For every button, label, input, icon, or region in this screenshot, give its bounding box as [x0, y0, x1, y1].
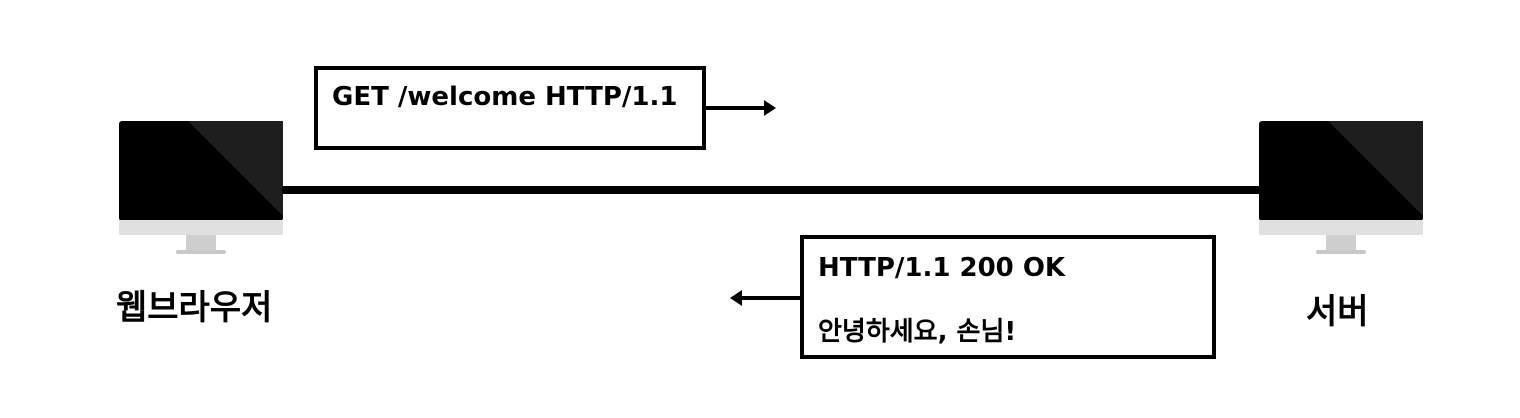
request-text: GET /welcome HTTP/1.1 [332, 82, 678, 112]
request-message-box: GET /welcome HTTP/1.1 [314, 66, 706, 150]
response-status-line: HTTP/1.1 200 OK [818, 253, 1066, 283]
client-monitor-icon [118, 120, 284, 260]
request-arrow-right-icon [704, 100, 776, 116]
response-arrow-left-icon [730, 290, 802, 306]
connection-line [282, 186, 1262, 194]
server-monitor-icon [1258, 120, 1424, 260]
response-message-box: HTTP/1.1 200 OK 안녕하세요, 손님! [800, 235, 1216, 359]
response-body: 안녕하세요, 손님! [818, 317, 1017, 347]
client-label: 웹브라우저 [116, 288, 273, 328]
server-label: 서버 [1306, 292, 1369, 332]
